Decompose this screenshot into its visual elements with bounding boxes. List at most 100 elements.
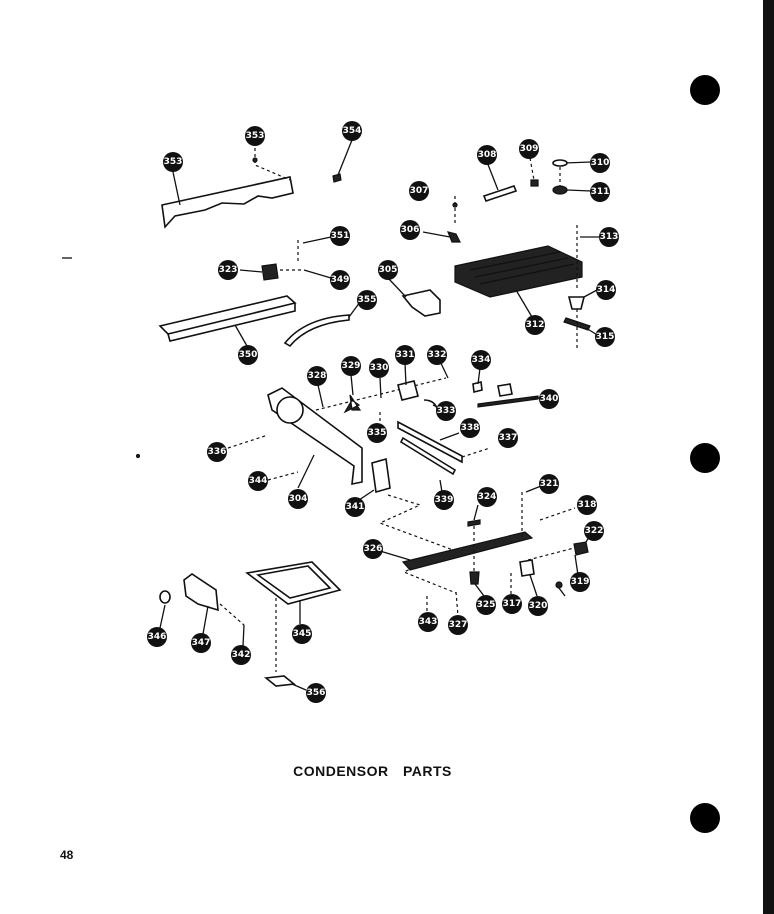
callout: 310: [590, 153, 610, 173]
leader-line: [303, 269, 332, 279]
washer-drawing: [552, 159, 568, 167]
fan-opening-drawing: [276, 396, 304, 424]
leader-line: [317, 384, 324, 408]
leader-line: [439, 432, 460, 441]
callout: 347: [191, 633, 211, 653]
nut-drawing: [530, 179, 539, 187]
callout: 319: [570, 572, 590, 592]
callout: 327: [448, 615, 468, 635]
callout: 339: [434, 490, 454, 510]
svg-text:349: 349: [331, 275, 350, 285]
svg-text:321: 321: [540, 479, 559, 489]
svg-text:350: 350: [239, 350, 258, 360]
dashed-assembly-line: [455, 591, 459, 617]
leader-line: [172, 171, 181, 206]
leader-line: [583, 289, 598, 298]
svg-text:308: 308: [478, 150, 497, 160]
svg-text:340: 340: [540, 394, 559, 404]
fan-blade-drawing: [343, 394, 362, 414]
svg-text:341: 341: [346, 502, 365, 512]
bracket-drawing: [183, 573, 219, 612]
washer-drawing: [467, 519, 481, 527]
callout: 349: [330, 270, 350, 290]
power-cord-drawing: [477, 395, 539, 408]
leader-line: [379, 377, 382, 399]
svg-text:344: 344: [249, 476, 268, 486]
switch-drawing: [497, 383, 513, 397]
top-back-bracket-drawing: [161, 176, 294, 229]
svg-text:309: 309: [520, 144, 539, 154]
leader-line: [469, 251, 575, 285]
leader-line: [297, 454, 315, 489]
svg-text:346: 346: [148, 632, 167, 642]
callout: 321: [539, 474, 559, 494]
svg-text:342: 342: [232, 650, 251, 660]
svg-text:328: 328: [308, 371, 327, 381]
callout: 334: [471, 350, 491, 370]
svg-text:329: 329: [342, 361, 361, 371]
leader-line: [486, 161, 499, 191]
leader-line: [404, 362, 407, 386]
scan-speck: [135, 453, 141, 459]
dashed-assembly-line: [539, 507, 576, 521]
leader-line: [422, 231, 451, 238]
dashed-assembly-line: [461, 447, 491, 458]
leader-line: [234, 324, 248, 347]
svg-text:333: 333: [437, 406, 456, 416]
svg-text:306: 306: [401, 225, 420, 235]
binder-hole: [690, 803, 720, 833]
svg-text:347: 347: [192, 638, 211, 648]
callout: 306: [400, 220, 420, 240]
clip-drawing: [332, 173, 342, 183]
leader-line: [473, 504, 479, 521]
svg-text:335: 335: [368, 428, 387, 438]
diagram-caption: CONDENSOR PARTS: [293, 763, 452, 779]
callout: 305: [378, 260, 398, 280]
base-rail-drawing: [401, 531, 534, 571]
svg-text:353: 353: [246, 131, 265, 141]
svg-text:318: 318: [578, 500, 597, 510]
callout: 315: [595, 327, 615, 347]
bracket-drawing: [401, 289, 441, 317]
callout: 325: [476, 595, 496, 615]
grommet-drawing: [567, 296, 586, 310]
callout: 332: [427, 345, 447, 365]
svg-text:323: 323: [219, 265, 238, 275]
svg-text:324: 324: [478, 492, 497, 502]
svg-text:355: 355: [358, 295, 377, 305]
leader-line: [574, 554, 579, 576]
leader-line: [529, 574, 538, 597]
screw-drawing: [452, 202, 458, 208]
callout: 343: [418, 612, 438, 632]
svg-text:315: 315: [596, 332, 615, 342]
svg-text:320: 320: [529, 601, 548, 611]
svg-text:311: 311: [591, 187, 610, 197]
leader-line: [350, 374, 354, 396]
leader-line: [239, 269, 263, 273]
svg-text:325: 325: [477, 600, 496, 610]
dashed-assembly-line: [527, 547, 575, 561]
grommet-drawing: [552, 185, 568, 195]
callout: 317: [502, 594, 522, 614]
callout: 351: [330, 226, 350, 246]
callout: 309: [519, 139, 539, 159]
leader-line: [337, 139, 353, 176]
callout: 338: [460, 418, 480, 438]
callout: 346: [147, 627, 167, 647]
rail-drawing: [399, 436, 457, 476]
callout: 322: [584, 521, 604, 541]
callout: 333: [436, 401, 456, 421]
dashed-assembly-line: [227, 434, 269, 449]
leader-line: [242, 624, 245, 647]
svg-text:354: 354: [343, 126, 362, 136]
svg-text:326: 326: [364, 544, 383, 554]
leader-line: [202, 605, 209, 635]
callout: 326: [363, 539, 383, 559]
callout: 342: [231, 645, 251, 665]
callout: 336: [207, 442, 227, 462]
callout: 344: [248, 471, 268, 491]
callout: 324: [477, 487, 497, 507]
callout: 329: [341, 356, 361, 376]
